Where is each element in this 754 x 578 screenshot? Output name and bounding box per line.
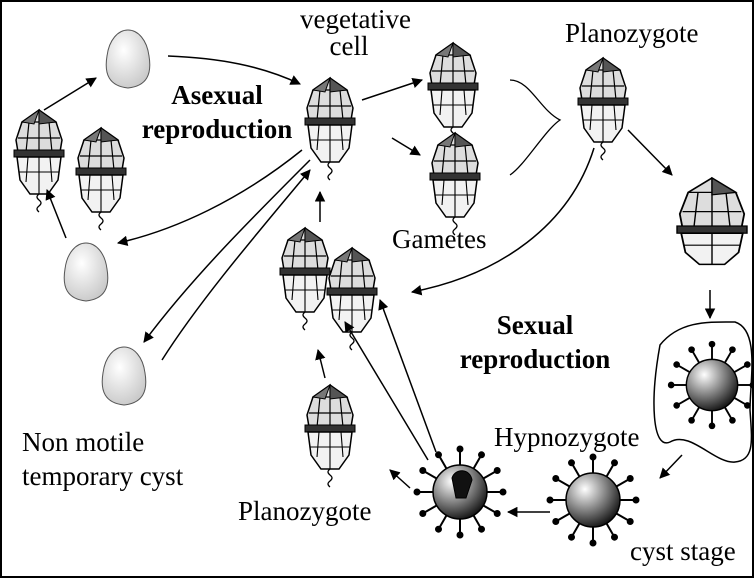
label-vegetative-cell: vegetative cell xyxy=(300,6,398,60)
cyst-stage-sphere xyxy=(548,455,639,546)
label-planozygote-bottom: Planozygote xyxy=(238,498,371,525)
non-motile-temporary-cyst xyxy=(102,347,146,405)
label-gametes: Gametes xyxy=(392,226,486,253)
planozygote-large xyxy=(677,178,747,264)
label-non-motile-cyst: Non motile temporary cyst xyxy=(22,425,232,493)
gamete-bottom xyxy=(430,133,480,235)
label-cyst-stage: cyst stage xyxy=(630,538,736,565)
gamete-top xyxy=(428,43,478,145)
cyst-middle xyxy=(64,243,108,301)
label-asexual-reproduction: Asexual reproduction xyxy=(132,78,302,146)
excysted-cell-left xyxy=(280,228,330,330)
label-sexual-reproduction: Sexual reproduction xyxy=(448,308,622,376)
vegetative-cell xyxy=(305,78,355,180)
label-hypnozygote: Hypnozygote xyxy=(494,424,639,451)
planozygote-top-cell xyxy=(578,58,628,160)
asexual-daughter-right xyxy=(76,128,126,230)
asexual-daughter-left xyxy=(14,110,64,212)
planozygote-bottom-cell xyxy=(305,385,355,487)
label-planozygote-top: Planozygote xyxy=(565,20,698,47)
